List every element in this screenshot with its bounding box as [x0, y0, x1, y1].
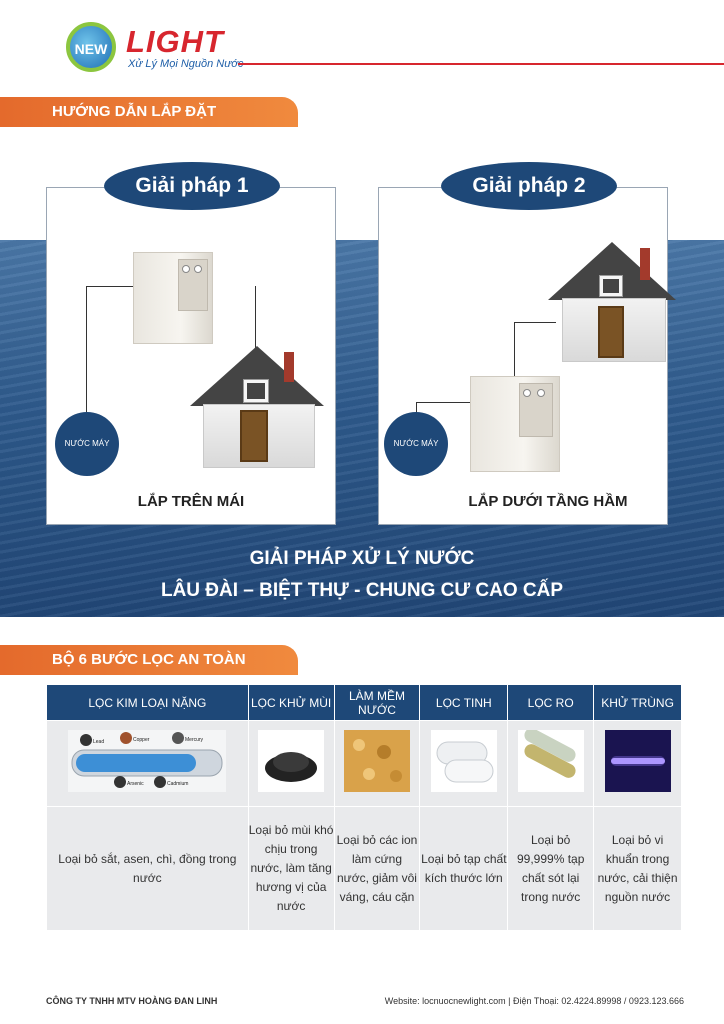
house-chimney [640, 248, 650, 280]
brand-name: LIGHT [126, 24, 224, 59]
step-description: Loại bỏ mùi khó chịu trong nước, làm tăn… [247, 806, 335, 931]
cabinet-dial [523, 389, 531, 397]
tap-water-circle-1: NƯỚC MÁY [55, 412, 119, 476]
carbon-image-cell [247, 720, 335, 807]
company-name: CÔNG TY TNHH MTV HOÀNG ĐAN LINH [46, 996, 218, 1006]
column-header: LỌC KIM LOẠI NẶNG [46, 684, 249, 721]
house-chimney [284, 352, 294, 382]
wire [514, 322, 556, 378]
filter-cabinet [133, 252, 213, 344]
uv-lamp-image [604, 729, 671, 792]
table-image-row: Lead Copper Mercury Arsenic Cadmium [46, 720, 682, 807]
pipe-label: Lead [93, 739, 104, 745]
fine-filter-image-cell [419, 720, 509, 807]
pipe-heavy-metals-image: Lead Copper Mercury Arsenic Cadmium [68, 729, 227, 792]
step-description: Loại bỏ tạp chất kích thước lớn [419, 806, 509, 931]
pipe-label: Mercury [185, 737, 204, 743]
column-header: LỌC KHỬ MÙI [247, 684, 335, 721]
wire [210, 286, 256, 348]
house-door [598, 306, 624, 358]
column-header: LỌC RO [507, 684, 595, 721]
activated-carbon-image [258, 729, 325, 792]
cabinet-control-panel [178, 259, 208, 311]
resin-image [343, 729, 410, 792]
heavy-metal-image-cell: Lead Copper Mercury Arsenic Cadmium [46, 720, 249, 807]
install-guide-banner: HƯỚNG DẪN LẮP ĐẶT [0, 97, 298, 127]
pipe-label: Arsenic [127, 781, 144, 787]
pipe-label: Copper [133, 737, 150, 743]
step-description: Loại bỏ vi khuẩn trong nước, cải thiện n… [593, 806, 682, 931]
pp-cartridge-image [430, 729, 497, 792]
company-contact: Website: locnuocnewlight.com | Điện Thoạ… [384, 996, 684, 1006]
brand-tagline: Xử Lý Mọi Nguồn Nước [128, 58, 244, 70]
solution-subheadline: LÂU ĐÀI – BIỆT THỰ - CHUNG CƯ CAO CẤP [160, 580, 564, 601]
step-description: Loại bỏ các ion làm cứng nước, giảm vôi … [333, 806, 421, 931]
table-header-row: LỌC KIM LOẠI NẶNG LỌC KHỬ MÙI LÀM MỀM NƯ… [46, 684, 682, 721]
uv-image-cell [593, 720, 682, 807]
filter-cabinet [470, 376, 560, 472]
solution-1-caption: LẮP TRÊN MÁI [137, 493, 245, 510]
solution-headline: GIẢI PHÁP XỬ LÝ NƯỚC [249, 548, 475, 569]
table-description-row: Loại bỏ sắt, asen, chì, đồng trong nước … [46, 806, 682, 931]
header-divider [238, 63, 724, 65]
solution-1-title: Giải pháp 1 [104, 162, 280, 210]
cabinet-dial [537, 389, 545, 397]
brand-badge-text: NEW [74, 41, 108, 57]
column-header: KHỬ TRÙNG [593, 684, 682, 721]
step-description: Loại bỏ sắt, asen, chì, đồng trong nước [46, 806, 249, 931]
softener-image-cell [333, 720, 421, 807]
column-header: LÀM MỀM NƯỚC [333, 684, 421, 721]
tap-water-circle-2: NƯỚC MÁY [384, 412, 448, 476]
cabinet-dial [182, 265, 190, 273]
filter-steps-banner: BỘ 6 BƯỚC LỌC AN TOÀN [0, 645, 298, 675]
solution-2-caption: LẮP DƯỚI TẦNG HẦM [468, 493, 628, 510]
ro-membrane-image [517, 729, 584, 792]
solution-2-title: Giải pháp 2 [441, 162, 617, 210]
house-window [243, 379, 269, 403]
step-description: Loại bỏ 99,999% tạp chất sót lại trong n… [507, 806, 595, 931]
house-door [240, 410, 268, 462]
column-header: LỌC TINH [419, 684, 509, 721]
pipe-label: Cadmium [167, 781, 188, 787]
wire [86, 286, 136, 412]
cabinet-dial [194, 265, 202, 273]
brand-logo-badge: NEW [66, 22, 116, 72]
filter-steps-table: LỌC KIM LOẠI NẶNG LỌC KHỬ MÙI LÀM MỀM NƯ… [46, 684, 682, 931]
ro-image-cell [507, 720, 595, 807]
house-window [599, 275, 623, 297]
